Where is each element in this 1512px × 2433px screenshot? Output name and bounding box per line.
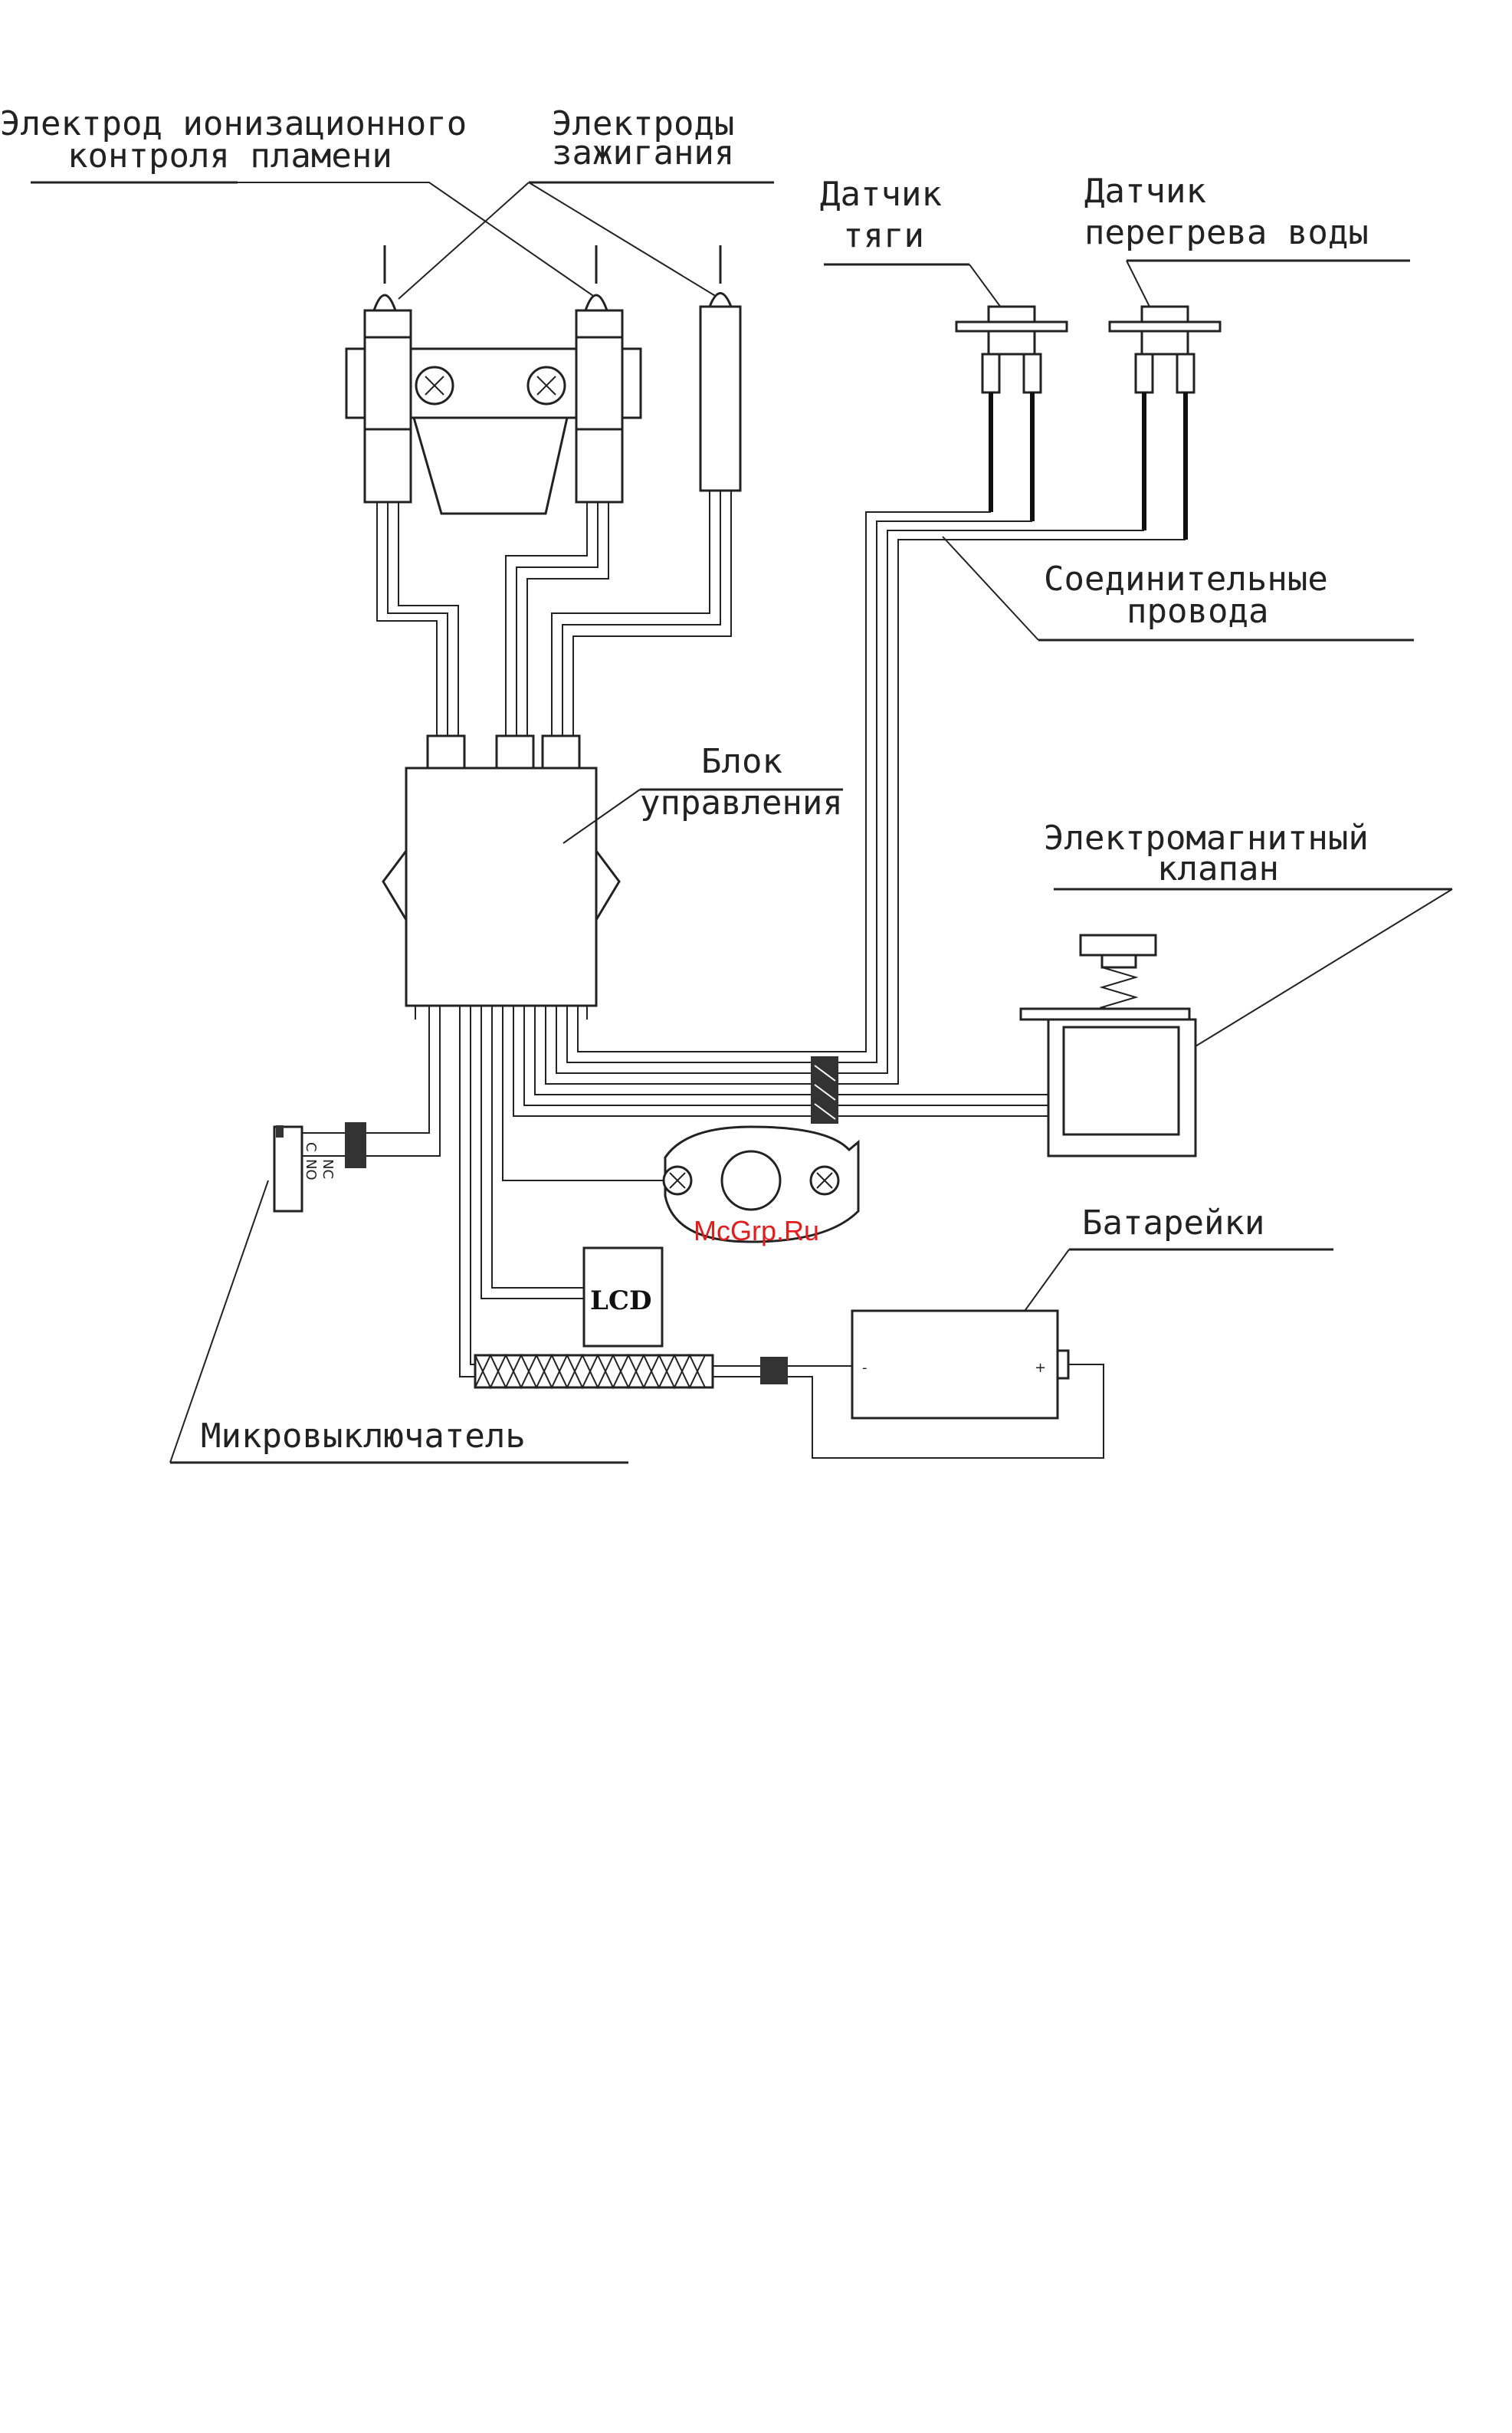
- left-electrode-collar: [365, 337, 411, 429]
- control-connector-1: [428, 736, 464, 768]
- ignition-leader-line-2: [529, 182, 720, 299]
- microswitch: C NO NC: [274, 1125, 336, 1211]
- battery-connector: [760, 1357, 788, 1384]
- control-connector-3: [543, 736, 579, 768]
- flange-wire: [503, 1006, 664, 1180]
- battery-wire-1: [471, 1006, 475, 1364]
- overheat-sensor-label-line2: перегрева воды: [1084, 213, 1369, 252]
- burner-plate: [414, 418, 567, 514]
- bracket-screw-right-icon: [528, 367, 565, 404]
- electrode-wires: [377, 491, 731, 736]
- lcd-label: LCD: [590, 1285, 651, 1316]
- microswitch-label: Микровыключатель: [201, 1417, 526, 1456]
- lcd-wire-2: [481, 1006, 584, 1299]
- wires-leader-line: [943, 537, 1038, 640]
- ionization-electrode-label-line2: контроля пламени: [67, 136, 392, 176]
- switch-label-nc: NC: [320, 1159, 336, 1179]
- valve-wires: [513, 1006, 1048, 1116]
- draft-sensor-label-line1: Датчик: [820, 175, 942, 214]
- draft-sensor: [956, 307, 1067, 521]
- overheat-sensor: [1110, 307, 1220, 540]
- ignition-leader-line-1: [398, 182, 529, 299]
- electrode-assembly: [346, 245, 740, 514]
- heat-shrink-sleeve: [475, 1355, 713, 1387]
- draft-sensor-label-line2: тяги: [843, 216, 924, 255]
- left-electrode-tip: [374, 295, 395, 310]
- connecting-wires-label-line2: провода: [1127, 592, 1268, 631]
- right-electrode-body: [700, 307, 740, 491]
- battery-plus-sign: +: [1035, 1360, 1046, 1376]
- control-unit-label-line1: Блок: [701, 742, 782, 781]
- battery-minus-sign: -: [862, 1360, 868, 1376]
- batteries-leader-line: [1019, 1249, 1069, 1318]
- middle-electrode-tip: [585, 295, 607, 310]
- batteries-label: Батарейки: [1082, 1203, 1264, 1243]
- microswitch-connector: [345, 1122, 366, 1168]
- switch-label-no: NO: [303, 1159, 319, 1180]
- switch-label-c: C: [303, 1142, 319, 1152]
- middle-electrode-collar: [576, 337, 622, 429]
- control-mount-left: [383, 851, 406, 920]
- lcd-wire-1: [492, 1006, 584, 1288]
- control-connector-2: [497, 736, 533, 768]
- control-unit-body: [406, 768, 596, 1006]
- control-unit: [383, 736, 619, 1019]
- microswitch-wire-to-unit-1: [366, 1006, 429, 1133]
- watermark-text: McGrp.Ru: [694, 1215, 819, 1246]
- battery-wire-2: [460, 1006, 475, 1377]
- control-mount-right: [596, 851, 619, 920]
- ignition-electrodes-label-line2: зажигания: [552, 133, 734, 172]
- solenoid-valve: [1021, 935, 1195, 1156]
- battery-pack: - +: [852, 1311, 1068, 1418]
- bracket-screw-left-icon: [416, 367, 453, 404]
- overheat-sensor-label-line1: Датчик: [1084, 172, 1206, 211]
- solenoid-valve-label-line2: клапан: [1157, 849, 1279, 888]
